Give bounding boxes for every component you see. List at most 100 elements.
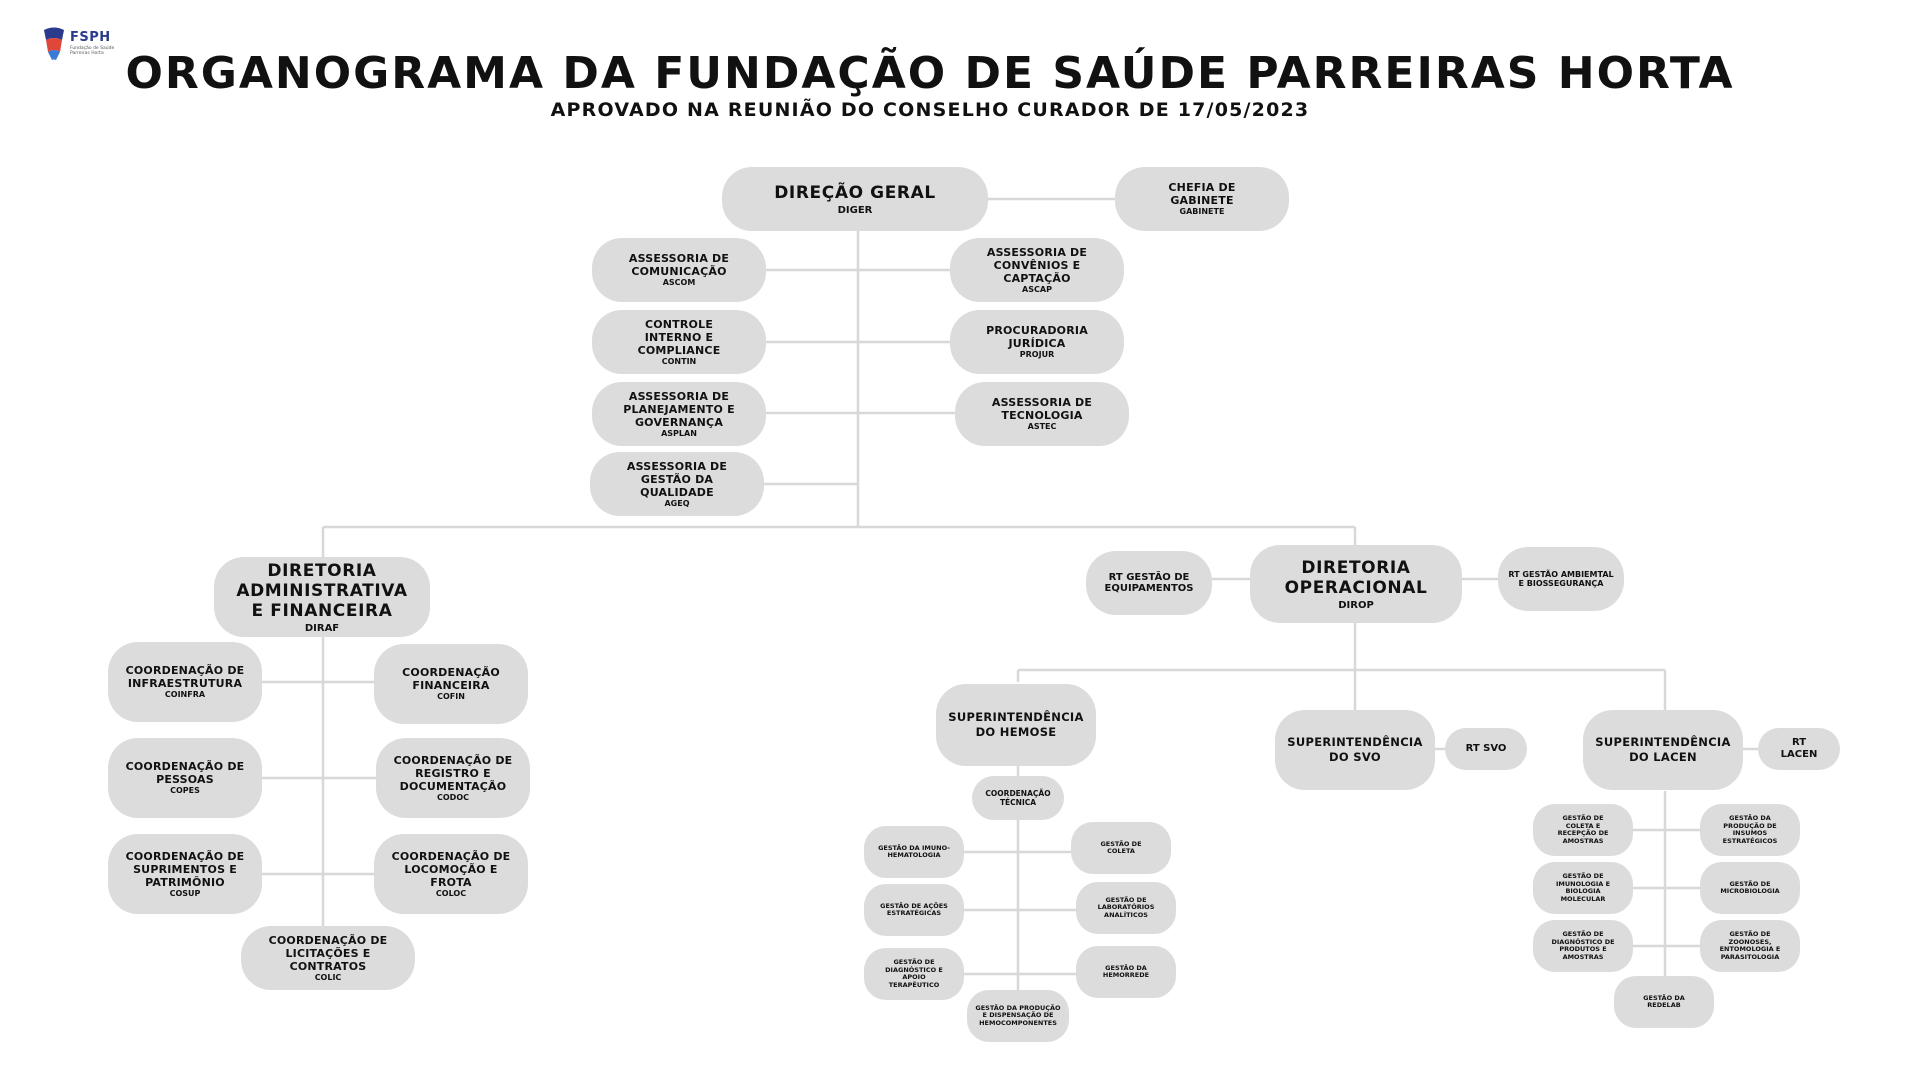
- node-name: RT SVO: [1465, 743, 1507, 754]
- node-abbr: COLIC: [314, 972, 342, 982]
- node-coinfra: COORDENAÇÃO DE INFRAESTRUTURA COINFRA: [108, 642, 262, 722]
- node-abbr: COLOC: [435, 888, 467, 898]
- node-asplan: ASSESSORIA DE PLANEJAMENTO E GOVERNANÇA …: [592, 382, 766, 446]
- node-name: COORDENAÇÃO DE INFRAESTRUTURA: [125, 664, 245, 690]
- node-abbr: ASCOM: [662, 278, 696, 287]
- node-gabinete: CHEFIA DE GABINETE GABINETE: [1115, 167, 1289, 231]
- node-name: DIRETORIA OPERACIONAL: [1284, 557, 1428, 598]
- node-gestao-coleta-recepcao: GESTÃO DE COLETA E RECEPÇÃO DE AMOSTRAS: [1533, 804, 1633, 856]
- node-abbr: PROJUR: [1019, 350, 1055, 359]
- node-sup-hemose: SUPERINTENDÊNCIA DO HEMOSE: [936, 684, 1096, 766]
- node-name: GESTÃO DE AÇÕES ESTRATÉGICAS: [880, 901, 948, 917]
- node-name: ASSESSORIA DE PLANEJAMENTO E GOVERNANÇA: [623, 389, 735, 429]
- logo-abbreviation: FSPH: [70, 30, 111, 45]
- node-colic: COORDENAÇÃO DE LICITAÇÕES E CONTRATOS CO…: [241, 926, 415, 990]
- node-copes: COORDENAÇÃO DE PESSOAS COPES: [108, 738, 262, 818]
- node-sup-svo: SUPERINTENDÊNCIA DO SVO: [1275, 710, 1435, 790]
- node-name: SUPERINTENDÊNCIA DO LACEN: [1595, 735, 1731, 764]
- node-name: COORDENAÇÃO DE REGISTRO E DOCUMENTAÇÃO: [393, 753, 513, 793]
- node-name: ASSESSORIA DE TECNOLOGIA: [991, 396, 1093, 422]
- node-ageq: ASSESSORIA DE GESTÃO DA QUALIDADE AGEQ: [590, 452, 764, 516]
- node-rt-svo: RT SVO: [1445, 728, 1527, 770]
- node-gestao-producao-insumos: GESTÃO DA PRODUÇÃO DE INSUMOS ESTRATÉGIC…: [1700, 804, 1800, 856]
- node-coloc: COORDENAÇÃO DE LOCOMOÇÃO E FROTA COLOC: [374, 834, 528, 914]
- node-abbr: DIROP: [1338, 599, 1374, 611]
- node-abbr: COSUP: [169, 888, 201, 898]
- node-codoc: COORDENAÇÃO DE REGISTRO E DOCUMENTAÇÃO C…: [376, 738, 530, 818]
- page-subtitle: APROVADO NA REUNIÃO DO CONSELHO CURADOR …: [550, 99, 1310, 121]
- node-astec: ASSESSORIA DE TECNOLOGIA ASTEC: [955, 382, 1129, 446]
- node-gestao-diagnostico-apoio: GESTÃO DE DIAGNÓSTICO E APOIO TERAPÊUTIC…: [864, 948, 964, 1000]
- node-abbr: COFIN: [437, 692, 465, 701]
- node-abbr: CONTIN: [661, 356, 697, 366]
- node-gestao-diagnostico-produtos: GESTÃO DE DIAGNÓSTICO DE PRODUTOS E AMOS…: [1533, 920, 1633, 972]
- node-name: ASSESSORIA DE CONVÊNIOS E CAPTAÇÃO: [986, 245, 1088, 285]
- node-name: GESTÃO DE LABORATÓRIOS ANALÍTICOS: [1097, 895, 1155, 919]
- node-name: GESTÃO DA HEMORREDE: [1102, 963, 1150, 979]
- node-abbr: CODOC: [437, 792, 469, 802]
- node-abbr: DIRAF: [304, 622, 340, 634]
- node-gestao-imuno-hematologia: GESTÃO DA IMUNO-HEMATOLOGIA: [864, 826, 964, 878]
- node-rt-lacen: RT LACEN: [1758, 728, 1840, 770]
- node-rt-ambiental: RT GESTÃO AMBIEMTAL E BIOSSEGURANÇA: [1498, 547, 1624, 611]
- node-name: RT GESTÃO AMBIEMTAL E BIOSSEGURANÇA: [1508, 570, 1614, 588]
- node-gestao-microbiologia: GESTÃO DE MICROBIOLOGIA: [1700, 862, 1800, 914]
- node-gestao-zoonoses: GESTÃO DE ZOONOSES, ENTOMOLOGIA E PARASI…: [1700, 920, 1800, 972]
- fsph-emblem-icon: [44, 27, 64, 60]
- node-gestao-imunologia: GESTÃO DE IMUNOLOGIA E BIOLOGIA MOLECULA…: [1533, 862, 1633, 914]
- page-title: ORGANOGRAMA DA FUNDAÇÃO DE SAÚDE PARREIR…: [125, 48, 1735, 99]
- node-ascap: ASSESSORIA DE CONVÊNIOS E CAPTAÇÃO ASCAP: [950, 238, 1124, 302]
- node-gestao-acoes-estrategicas: GESTÃO DE AÇÕES ESTRATÉGICAS: [864, 884, 964, 936]
- node-name: RT LACEN: [1780, 737, 1818, 760]
- node-name: ASSESSORIA DE COMUNICAÇÃO: [628, 252, 730, 278]
- node-dirop: DIRETORIA OPERACIONAL DIROP: [1250, 545, 1462, 623]
- node-name: RT GESTÃO DE EQUIPAMENTOS: [1104, 572, 1194, 594]
- node-abbr: DIGER: [837, 204, 873, 216]
- node-name: COORDENAÇÃO DE LICITAÇÕES E CONTRATOS: [268, 933, 388, 973]
- node-name: COORDENAÇÃO DE LOCOMOÇÃO E FROTA: [391, 849, 511, 889]
- node-name: GESTÃO DA REDELAB: [1643, 993, 1685, 1009]
- node-gestao-redelab: GESTÃO DA REDELAB: [1614, 976, 1714, 1028]
- node-name: GESTÃO DE ZOONOSES, ENTOMOLOGIA E PARASI…: [1719, 930, 1781, 961]
- node-name: DIRETORIA ADMINISTRATIVA E FINANCEIRA: [236, 560, 408, 621]
- node-gestao-laboratorios: GESTÃO DE LABORATÓRIOS ANALÍTICOS: [1076, 882, 1176, 934]
- node-name: SUPERINTENDÊNCIA DO HEMOSE: [948, 710, 1084, 739]
- node-name: GESTÃO DA PRODUÇÃO DE INSUMOS ESTRATÉGIC…: [1722, 814, 1778, 845]
- node-name: GESTÃO DE COLETA E RECEPÇÃO DE AMOSTRAS: [1557, 814, 1609, 845]
- node-abbr: AGEQ: [664, 498, 690, 508]
- node-gestao-coleta-hemose: GESTÃO DE COLETA: [1071, 822, 1171, 874]
- node-rt-equipamentos: RT GESTÃO DE EQUIPAMENTOS: [1086, 551, 1212, 615]
- node-abbr: COINFRA: [164, 690, 206, 699]
- node-name: SUPERINTENDÊNCIA DO SVO: [1287, 735, 1423, 764]
- node-gestao-hemorrede: GESTÃO DA HEMORREDE: [1076, 946, 1176, 998]
- node-diger: DIREÇÃO GERAL DIGER: [722, 167, 988, 231]
- node-abbr: ASTEC: [1027, 422, 1057, 431]
- node-contin: CONTROLE INTERNO E COMPLIANCE CONTIN: [592, 310, 766, 374]
- node-ascom: ASSESSORIA DE COMUNICAÇÃO ASCOM: [592, 238, 766, 302]
- node-name: DIREÇÃO GERAL: [774, 182, 936, 203]
- node-name: CONTROLE INTERNO E COMPLIANCE: [637, 317, 721, 357]
- node-name: GESTÃO DE COLETA: [1100, 839, 1142, 855]
- node-name: GESTÃO DA IMUNO-HEMATOLOGIA: [878, 843, 950, 859]
- node-cofin: COORDENAÇÃO FINANCEIRA COFIN: [374, 644, 528, 724]
- node-name: GESTÃO DE MICROBIOLOGIA: [1720, 879, 1780, 895]
- node-name: COORDENAÇÃO TÉCNICA: [985, 789, 1051, 807]
- node-name: GESTÃO DA PRODUÇÃO E DISPENSAÇÃO DE HEMO…: [975, 1003, 1061, 1027]
- node-name: CHEFIA DE GABINETE: [1168, 181, 1236, 207]
- logo-subtitle: Fundação de Saúde Parreiras Horta: [70, 46, 115, 56]
- node-sup-lacen: SUPERINTENDÊNCIA DO LACEN: [1583, 710, 1743, 790]
- node-abbr: ASCAP: [1022, 284, 1052, 294]
- node-projur: PROCURADORIA JURÍDICA PROJUR: [950, 310, 1124, 374]
- node-name: GESTÃO DE DIAGNÓSTICO E APOIO TERAPÊUTIC…: [885, 958, 943, 989]
- node-diraf: DIRETORIA ADMINISTRATIVA E FINANCEIRA DI…: [214, 557, 430, 637]
- node-gestao-producao-hemocomponentes: GESTÃO DA PRODUÇÃO E DISPENSAÇÃO DE HEMO…: [967, 990, 1069, 1042]
- node-coordenacao-tecnica: COORDENAÇÃO TÉCNICA: [972, 776, 1064, 820]
- fsph-logo: FSPH Fundação de Saúde Parreiras Horta: [40, 26, 130, 66]
- node-name: GESTÃO DE DIAGNÓSTICO DE PRODUTOS E AMOS…: [1551, 930, 1615, 961]
- node-name: PROCURADORIA JURÍDICA: [986, 324, 1088, 350]
- node-name: ASSESSORIA DE GESTÃO DA QUALIDADE: [626, 459, 728, 499]
- node-name: COORDENAÇÃO FINANCEIRA: [402, 666, 500, 692]
- node-abbr: COPES: [170, 786, 200, 795]
- node-abbr: GABINETE: [1179, 207, 1225, 216]
